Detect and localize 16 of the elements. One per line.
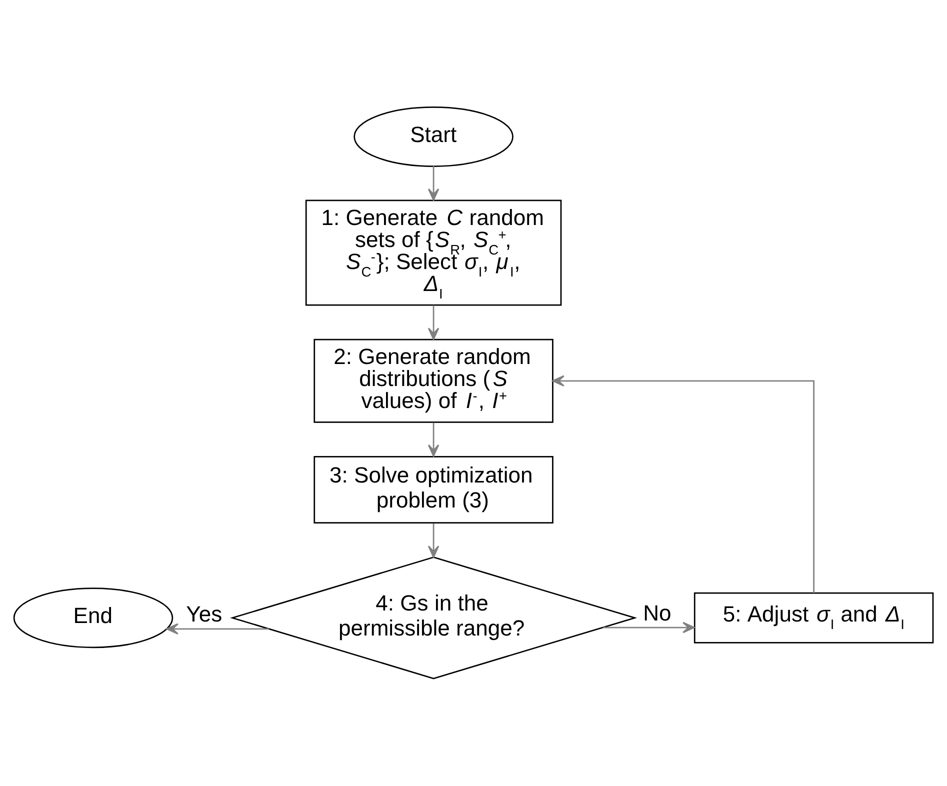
node-diamond: 4: Gs in the permissible range?	[230, 556, 638, 680]
arrow	[603, 622, 695, 634]
edge-label: Yes	[186, 602, 222, 627]
arrow	[428, 305, 440, 340]
node-box: 3: Solve optimization problem (3)	[314, 456, 554, 524]
node-box: 5: Adjust σ$_{I}$ and Δ$_{I}$	[694, 592, 934, 644]
arrow	[428, 422, 440, 457]
node-box: 2: Generate random distributions (S values) of I$^{-}$, I$^{+}$	[314, 338, 554, 423]
edge-label: No	[643, 600, 672, 626]
arrow	[428, 523, 440, 558]
arrow	[552, 375, 814, 593]
node-ellipse: Start	[354, 106, 514, 167]
arrow	[166, 623, 269, 635]
node-box: 1: Generate C random sets of {S$_{R}$, S$_{C}$$^{+}$, S$_{C}$$^{-}$}; Select σ$_{I}$, μ$_{I}$, Δ$_{I}$	[305, 200, 562, 306]
node-ellipse: End	[13, 588, 174, 648]
arrow	[428, 166, 440, 201]
